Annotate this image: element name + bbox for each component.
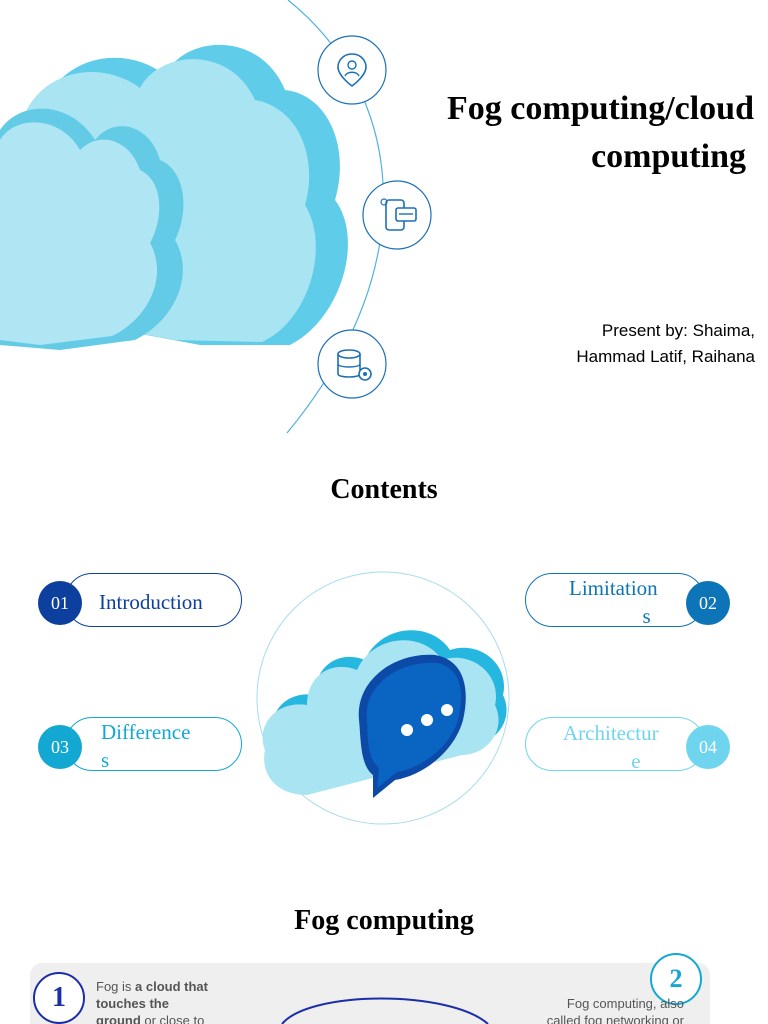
text1-pre: Fog is (96, 979, 136, 994)
fog-computing-title: Fog computing (294, 905, 474, 936)
presenters: Present by: Shaima, Hammad Latif, Raihan… (495, 318, 755, 370)
fog-computing-slide: Fog computing 1 2 Fog is a cloud that to… (0, 877, 768, 1024)
item-number-02: 02 (686, 581, 730, 625)
label-part-a: Architectur (563, 721, 659, 745)
database-settings-icon (317, 329, 387, 399)
text1-bold-c: ground (96, 1013, 141, 1024)
label-part-a: Difference (101, 720, 191, 744)
presenter-line-2: Hammad Latif, Raihana (576, 347, 755, 366)
contents-item-differences[interactable] (65, 717, 242, 771)
label-part-b: s (642, 604, 651, 628)
title-line-1: Fog computing/cloud (447, 90, 754, 127)
item-number-04: 04 (686, 725, 730, 769)
badge-1: 1 (33, 972, 85, 1024)
contents-item-introduction[interactable] (65, 573, 242, 627)
contents-title: Contents (330, 474, 438, 505)
location-pin-person-icon (317, 35, 387, 105)
mobile-payment-icon (362, 180, 432, 250)
text2-line-2: called fog networking or (546, 1013, 684, 1024)
presenter-line-1: Present by: Shaima, (601, 321, 755, 340)
item-number-01: 01 (38, 581, 82, 625)
item-label-introduction: Introduction (99, 590, 203, 614)
contents-item-architecture[interactable] (525, 717, 705, 771)
chat-cloud-illustration (256, 571, 510, 825)
item-label-limitations: Limitation s (569, 574, 658, 630)
fog-networking-text: Fog computing, also called fog networkin… (520, 995, 684, 1024)
presentation-title: Fog computing/cloud computing (447, 85, 754, 181)
fog-definition-text: Fog is a cloud that touches the ground o… (96, 978, 246, 1024)
text2-line-1: Fog computing, also (566, 996, 684, 1011)
info-panel (30, 963, 710, 1024)
item-label-architecture: Architectur e (563, 719, 659, 775)
cloud-illustration (0, 0, 432, 434)
text1-post: or close to (140, 1013, 205, 1024)
label-part-b: e (631, 749, 641, 773)
title-line-2: computing (591, 138, 746, 175)
item-label-differences: Difference s (101, 718, 190, 774)
text1-bold-a: a cloud that (135, 979, 208, 994)
item-number-03: 03 (38, 725, 82, 769)
center-arc (281, 997, 489, 1024)
label-part-b: s (101, 748, 110, 772)
badge-2: 2 (650, 953, 702, 1005)
label-part-a: Limitation (569, 576, 658, 600)
title-slide: Fog computing/cloud computing Present by… (0, 0, 768, 437)
text1-bold-b: touches the (96, 996, 169, 1011)
contents-slide: Contents 01 Introduction 02 Limitation s… (0, 437, 768, 877)
